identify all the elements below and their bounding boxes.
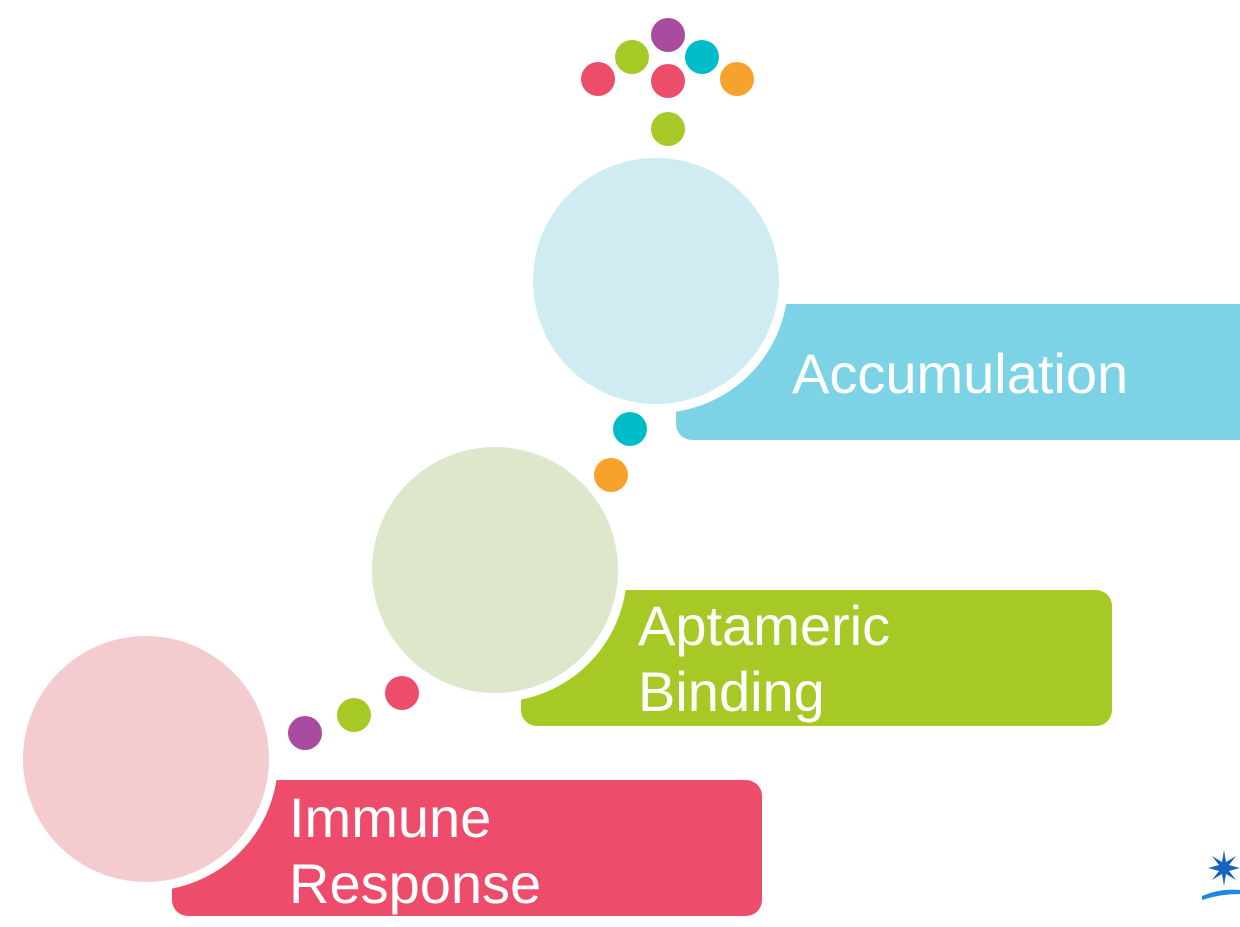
cluster-dot-red-center (651, 64, 685, 98)
connector-dot-purple (288, 716, 322, 750)
aptameric-label-line2: Binding (638, 660, 825, 723)
cluster-dot-green (615, 40, 649, 74)
starburst-icon (1196, 842, 1240, 922)
cluster-dot-green-bottom (651, 112, 685, 146)
cluster-dot-orange (720, 62, 754, 96)
cluster-dot-teal (685, 40, 719, 74)
immune-label-line2: Response (289, 852, 542, 915)
immune-label-line1: Immune (289, 786, 492, 849)
accumulation-label: Accumulation (792, 342, 1129, 405)
connector-dot-teal (613, 412, 647, 446)
aptameric-label-line1: Aptameric (638, 594, 891, 657)
accumulation-bar: Accumulation (676, 304, 1240, 440)
connector-dot-red (385, 676, 419, 710)
connector-dot-orange (594, 458, 628, 492)
cluster-dot-red-left (581, 62, 615, 96)
aptameric-bar: Aptameric Binding (521, 590, 1112, 726)
immune-circle (23, 636, 269, 882)
connector-dot-green (337, 698, 371, 732)
cluster-dot-purple (651, 18, 685, 52)
accumulation-circle (533, 158, 779, 404)
aptameric-circle (372, 447, 618, 693)
